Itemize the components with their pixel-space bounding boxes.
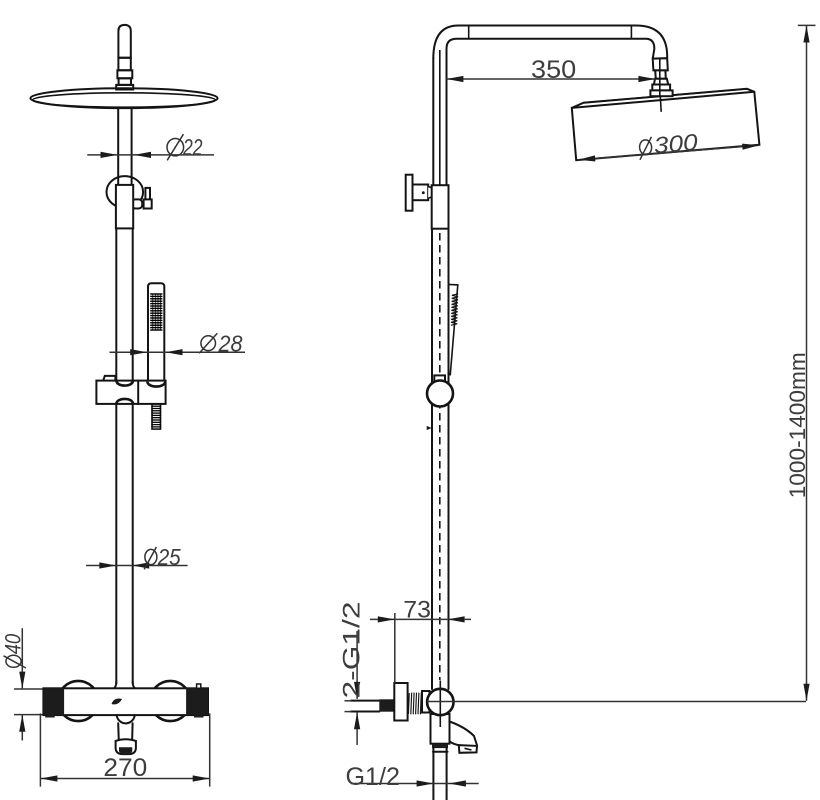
svg-text:28: 28	[218, 330, 243, 356]
svg-text:270: 270	[103, 754, 147, 782]
svg-text:2-G1/2: 2-G1/2	[339, 602, 366, 699]
svg-text:300: 300	[653, 129, 699, 159]
svg-text:350: 350	[531, 56, 576, 84]
svg-text:G1/2: G1/2	[346, 763, 401, 791]
svg-text:25: 25	[157, 544, 181, 570]
svg-text:22: 22	[182, 134, 202, 160]
svg-text:73: 73	[403, 596, 431, 623]
svg-text:40: 40	[1, 633, 26, 654]
svg-text:1000-1400mm: 1000-1400mm	[785, 352, 810, 498]
